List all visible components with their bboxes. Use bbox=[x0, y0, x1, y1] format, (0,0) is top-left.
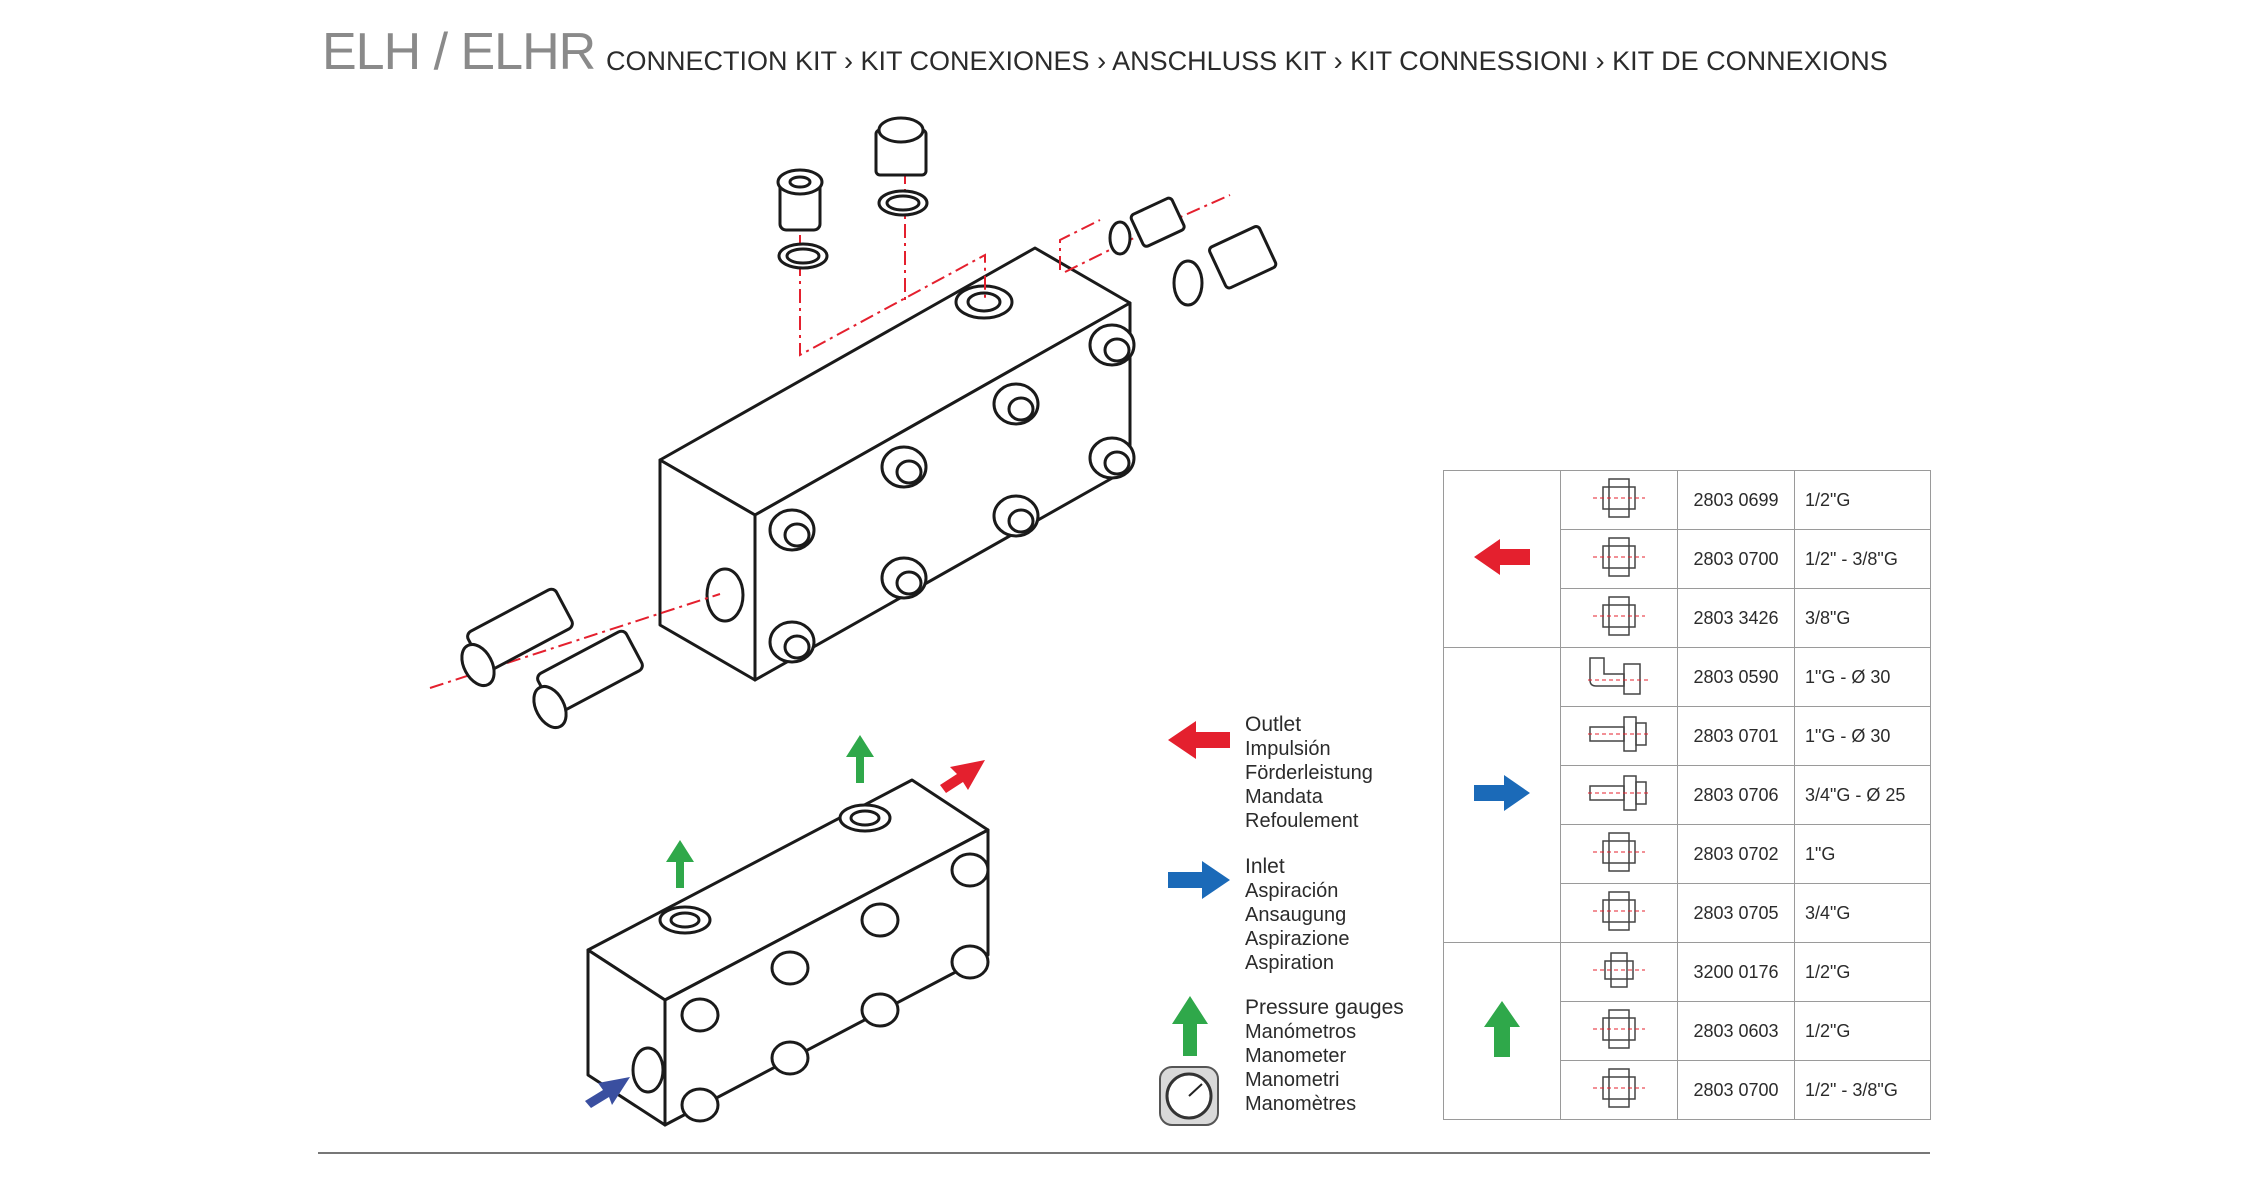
table-row: 3200 0176 1/2"G bbox=[1443, 942, 1931, 1120]
green-arrow-up-icon bbox=[1484, 1000, 1520, 1057]
legend-inlet: Inlet Aspiración Ansaugung Aspirazione A… bbox=[1245, 855, 1350, 975]
group-inlet-cell bbox=[1443, 647, 1561, 943]
part-size: 1/2" - 3/8"G bbox=[1794, 529, 1931, 589]
part-size: 1/2"G bbox=[1794, 942, 1931, 1002]
gauge-arrow-icon bbox=[1172, 996, 1208, 1056]
part-code: 2803 3426 bbox=[1677, 588, 1795, 648]
table-row: 2803 0702 1"G bbox=[1444, 824, 1931, 884]
table-row: 2803 0705 3/4"G bbox=[1444, 883, 1931, 943]
part-code: 2803 0705 bbox=[1677, 883, 1795, 943]
legend-gauges-es: Manómetros bbox=[1245, 1021, 1357, 1043]
union-fitting-icon bbox=[1560, 1001, 1678, 1061]
union-fitting-icon bbox=[1560, 883, 1678, 943]
legend-outlet-label: Outlet bbox=[1245, 713, 1302, 736]
part-code: 2803 0603 bbox=[1677, 1001, 1795, 1061]
part-code: 3200 0176 bbox=[1677, 942, 1795, 1002]
legend-gauges-de: Manometer bbox=[1245, 1045, 1347, 1067]
part-size: 1/2"G bbox=[1794, 470, 1931, 530]
union-fitting-icon bbox=[1560, 470, 1678, 530]
part-code: 2803 0590 bbox=[1677, 647, 1795, 707]
part-code: 2803 0700 bbox=[1677, 529, 1795, 589]
legend-gauges-it: Manometri bbox=[1245, 1069, 1340, 1091]
pressure-gauge-icon bbox=[1159, 1066, 1219, 1126]
legend-outlet-it: Mandata bbox=[1245, 786, 1323, 808]
hose-fitting-icon bbox=[1560, 706, 1678, 766]
part-code: 2803 0706 bbox=[1677, 765, 1795, 825]
part-size: 1"G bbox=[1794, 824, 1931, 884]
part-size: 3/4"G - Ø 25 bbox=[1794, 765, 1931, 825]
table-row: 2803 0699 1/2"G bbox=[1443, 470, 1931, 648]
flow-diagram-manifold bbox=[586, 778, 990, 1127]
elbow-hose-fitting-icon bbox=[1560, 647, 1678, 707]
blue-arrow-right-icon bbox=[1474, 774, 1530, 811]
hose-fitting-icon bbox=[1560, 765, 1678, 825]
outlet-arrow-icon bbox=[1168, 721, 1230, 759]
part-size: 1"G - Ø 30 bbox=[1794, 647, 1931, 707]
page-subtitle: CONNECTION KIT › KIT CONEXIONES › ANSCHL… bbox=[606, 46, 1888, 76]
part-size: 1/2" - 3/8"G bbox=[1794, 1060, 1931, 1120]
part-size: 3/4"G bbox=[1794, 883, 1931, 943]
part-size: 1/2"G bbox=[1794, 1001, 1931, 1061]
table-row: 2803 0701 1"G - Ø 30 bbox=[1444, 706, 1931, 766]
table-row: 2803 0603 1/2"G bbox=[1444, 1001, 1931, 1061]
page-title: ELH / ELHR bbox=[322, 23, 596, 81]
table-row: 2803 0700 1/2" - 3/8"G bbox=[1444, 1060, 1931, 1120]
union-fitting-icon bbox=[1560, 1060, 1678, 1120]
part-size: 3/8"G bbox=[1794, 588, 1931, 648]
legend-inlet-label: Inlet bbox=[1245, 855, 1285, 878]
part-size: 1"G - Ø 30 bbox=[1794, 706, 1931, 766]
legend-gauges-label: Pressure gauges bbox=[1245, 996, 1404, 1019]
legend-gauges-fr: Manomètres bbox=[1245, 1093, 1357, 1115]
parts-table: 2803 0699 1/2"G 2803 0700 1/2" - 3/8"G 2… bbox=[1443, 470, 1931, 1120]
inlet-arrow-icon bbox=[1168, 861, 1230, 899]
part-code: 2803 0701 bbox=[1677, 706, 1795, 766]
union-fitting-icon bbox=[1560, 824, 1678, 884]
group-outlet-cell bbox=[1443, 470, 1561, 648]
bottom-divider bbox=[318, 1152, 1930, 1154]
legend-gauges: Pressure gauges Manómetros Manometer Man… bbox=[1245, 996, 1404, 1116]
flow-arrows bbox=[585, 735, 985, 1108]
part-code: 2803 0700 bbox=[1677, 1060, 1795, 1120]
union-fitting-icon bbox=[1560, 529, 1678, 589]
table-row: 2803 0700 1/2" - 3/8"G bbox=[1444, 529, 1931, 589]
legend-outlet-de: Förderleistung bbox=[1245, 762, 1373, 784]
group-gauges-cell bbox=[1443, 942, 1561, 1120]
small-fitting-icon bbox=[1560, 942, 1678, 1002]
legend-inlet-it: Aspirazione bbox=[1245, 928, 1350, 950]
table-row: 2803 0590 1"G - Ø 30 bbox=[1443, 647, 1931, 943]
union-fitting-icon bbox=[1560, 588, 1678, 648]
legend-outlet-es: Impulsión bbox=[1245, 738, 1331, 760]
part-code: 2803 0699 bbox=[1677, 470, 1795, 530]
manifold-plugs bbox=[705, 284, 1136, 664]
legend-inlet-es: Aspiración bbox=[1245, 880, 1339, 902]
legend-outlet: Outlet Impulsión Förderleistung Mandata … bbox=[1245, 713, 1373, 833]
part-code: 2803 0702 bbox=[1677, 824, 1795, 884]
red-arrow-left-icon bbox=[1474, 538, 1530, 575]
legend-inlet-fr: Aspiration bbox=[1245, 952, 1334, 974]
legend-inlet-de: Ansaugung bbox=[1245, 904, 1347, 926]
legend-outlet-fr: Refoulement bbox=[1245, 810, 1359, 832]
